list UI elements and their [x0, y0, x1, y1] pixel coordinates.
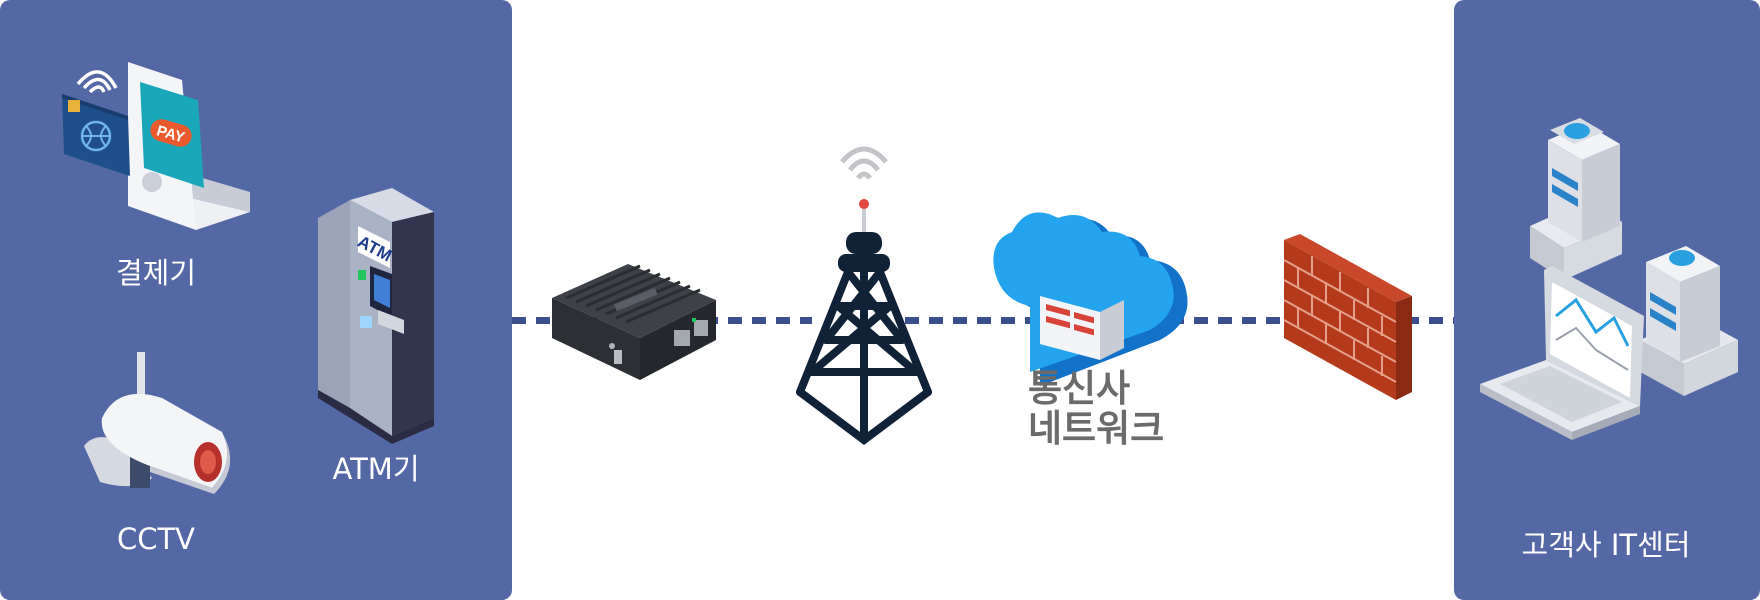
- connection-line-2: [905, 317, 1030, 324]
- cctv-camera-icon: [84, 352, 231, 494]
- atm-label: ATM기: [332, 452, 420, 486]
- atm-machine-icon: ATM: [318, 188, 434, 444]
- cloud-network-icon: [993, 212, 1188, 386]
- network-label-line2: 네트워크: [1028, 407, 1165, 450]
- server-tower-icon: [1530, 118, 1622, 280]
- payment-terminal-icon: PAY: [62, 62, 250, 230]
- cctv-label: CCTV: [116, 522, 196, 556]
- it-center-label: 고객사 IT센터: [1521, 528, 1691, 562]
- network-label-line1: 통신사: [1028, 367, 1131, 410]
- laptop-icon: [1480, 266, 1644, 440]
- firewall-icon: [1283, 234, 1412, 400]
- cell-tower-icon: [796, 146, 932, 445]
- connection-line-4: [1405, 317, 1454, 324]
- server-small-icon: [1640, 246, 1738, 396]
- connection-line-3: [1170, 317, 1285, 324]
- payment-terminal-label: 결제기: [115, 256, 197, 290]
- gateway-router-icon: [552, 264, 716, 380]
